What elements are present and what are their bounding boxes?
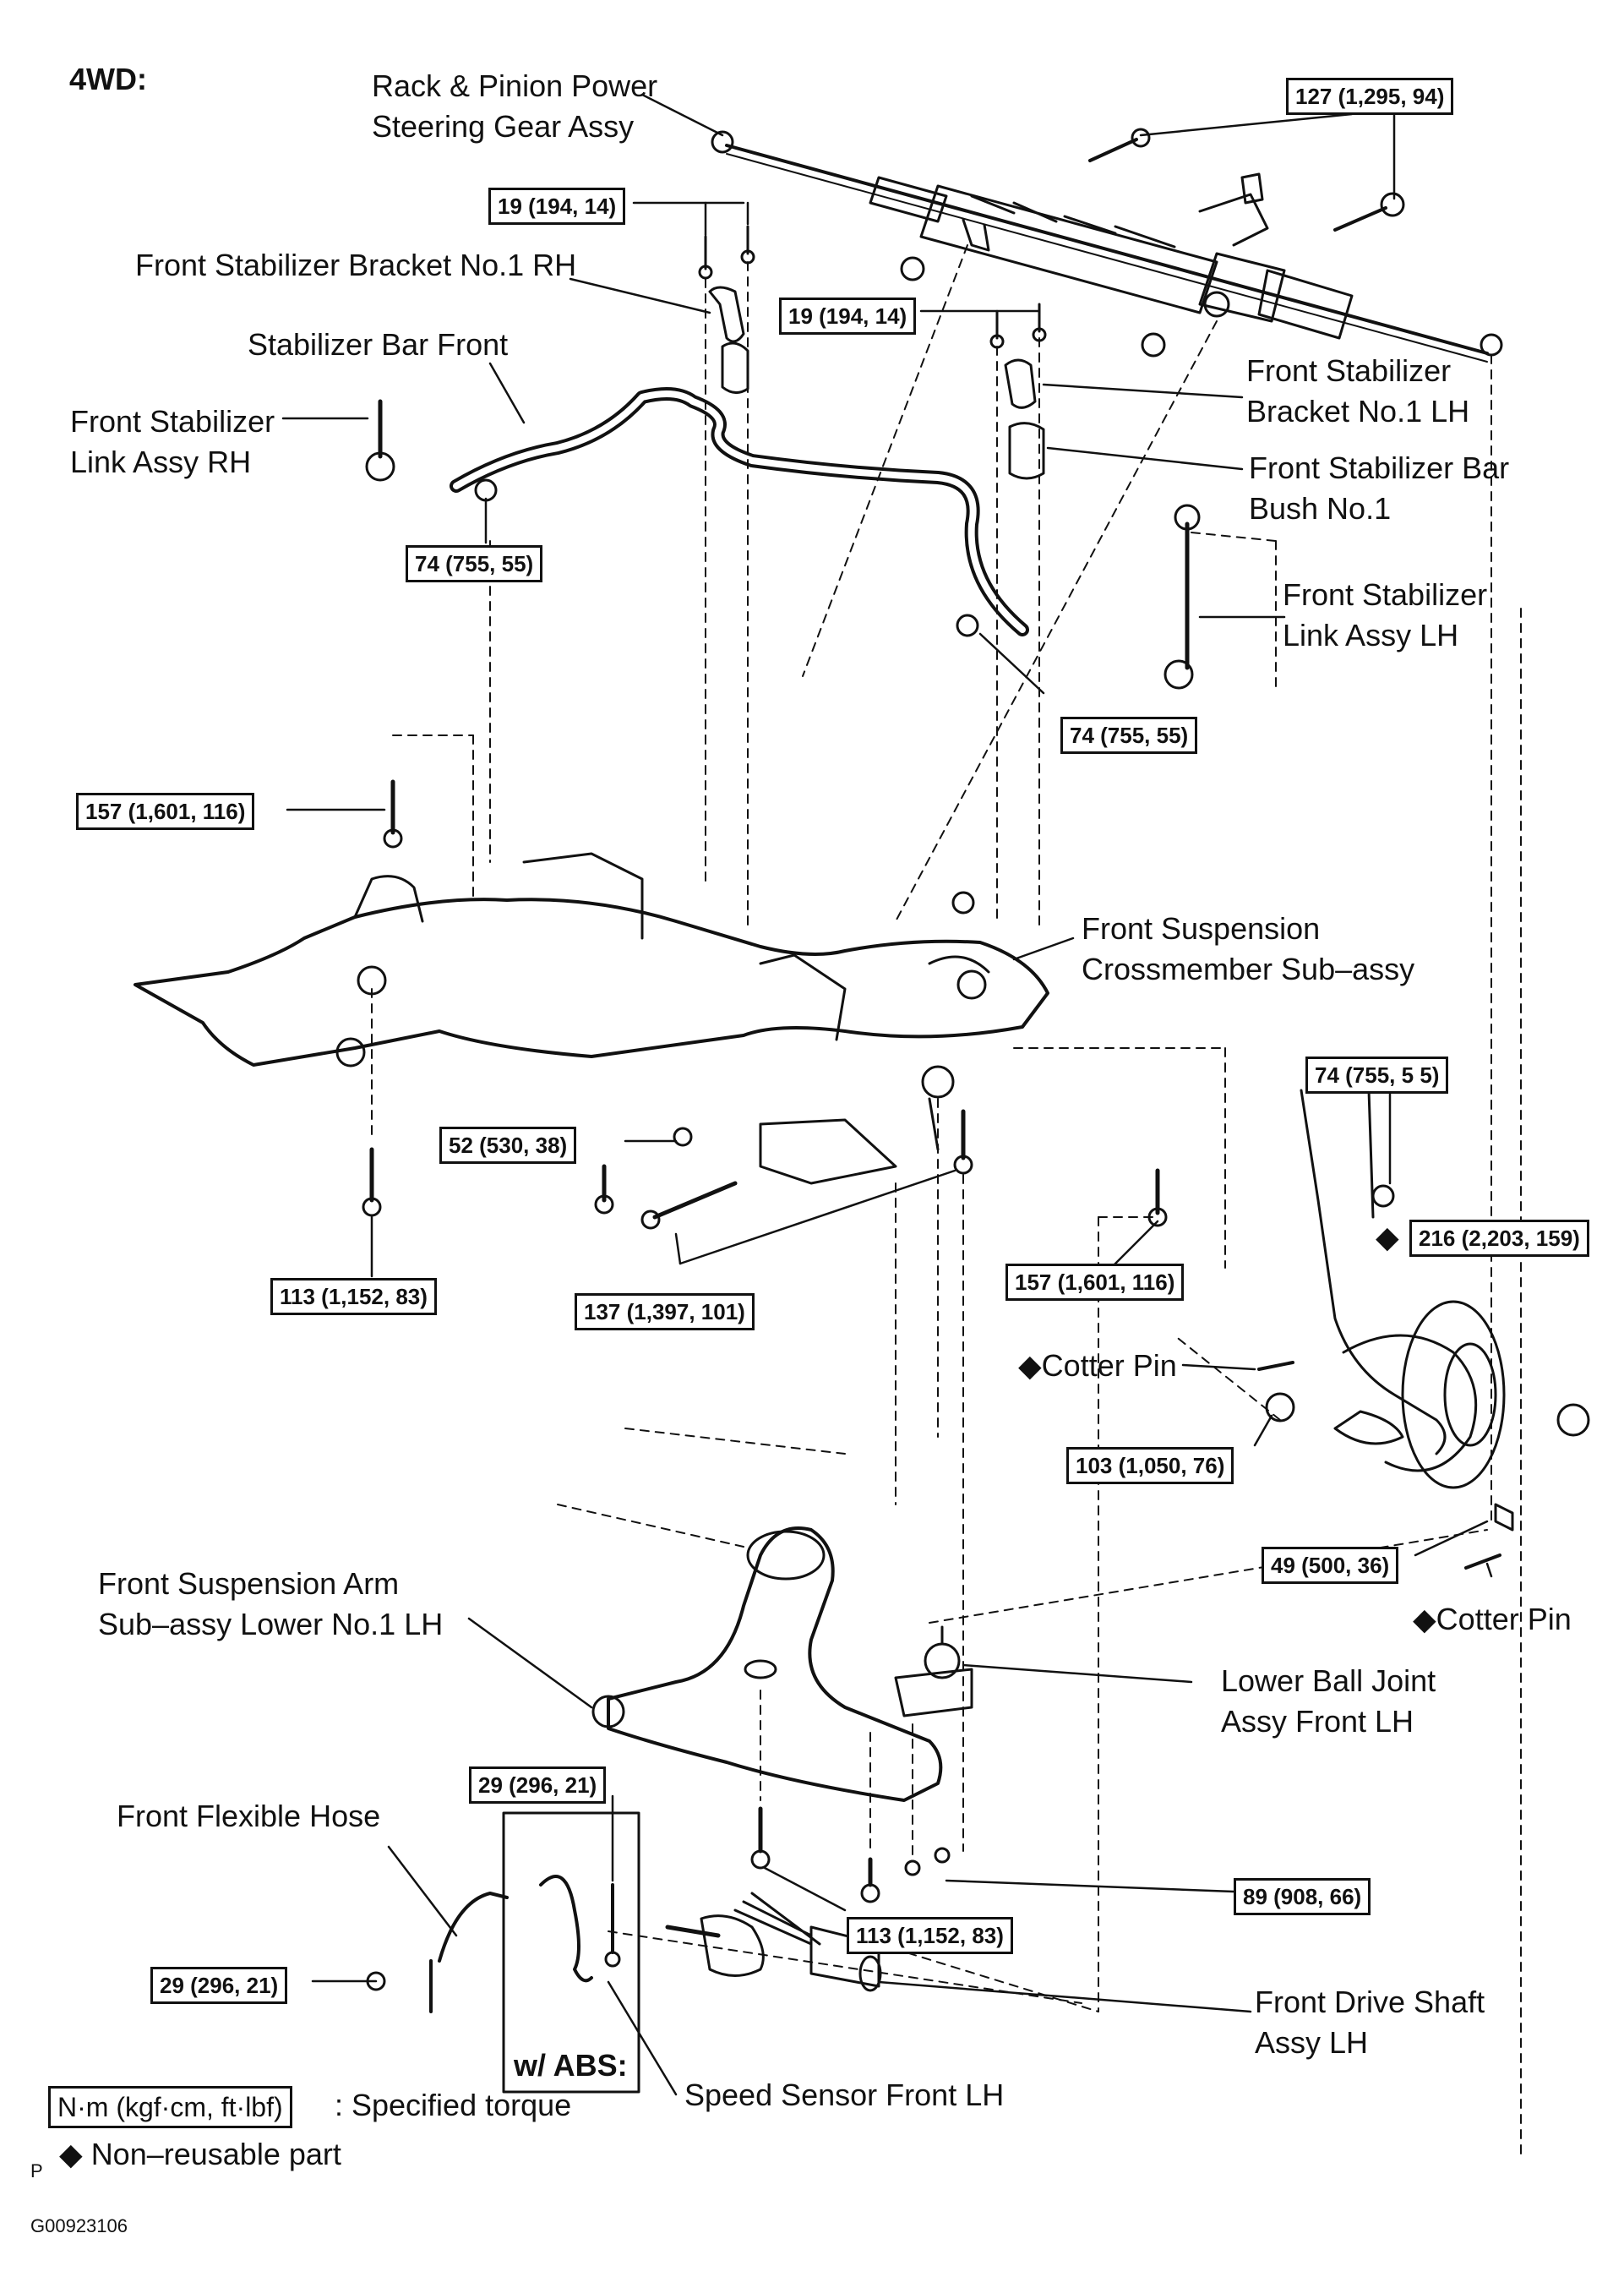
label-link-rh: Front Stabilizer Link Assy RH (70, 401, 275, 483)
label-line: Link Assy RH (70, 445, 252, 479)
legend-nonreusable: ◆ Non–reusable part (59, 2137, 341, 2171)
label-line: Front Drive Shaft (1255, 1985, 1485, 2019)
label-cotter-pin-2: ◆Cotter Pin (1413, 1602, 1572, 1636)
label-line: Front Stabilizer Bar (1249, 450, 1510, 485)
label-line: Crossmember Sub–assy (1082, 952, 1415, 986)
figure-code: G00923106 (30, 2215, 128, 2236)
label-line: Bush No.1 (1249, 491, 1392, 526)
crossmember-bolts (362, 779, 1168, 1230)
lower-arm (591, 1526, 943, 1802)
torque-19-lh: 19 (194, 14) (779, 298, 917, 335)
nonreusable-diamond-216: ◆ (1376, 1220, 1399, 1254)
cotter-pins (1257, 1361, 1501, 1570)
torque-113-arm: 113 (1,152, 83) (847, 1917, 1013, 1954)
torque-216: 216 (2,203, 159) (1409, 1220, 1589, 1257)
legend-p-mark: P (30, 2160, 43, 2181)
label-speed-sensor: Speed Sensor Front LH (684, 2078, 1005, 2112)
legend-unit-box: N·m (kgf·cm, ft·lbf) (48, 2086, 292, 2128)
steering-gear (711, 130, 1503, 363)
steering-knuckle (1265, 1089, 1590, 1532)
torque-113-crossmember: 113 (1,152, 83) (270, 1278, 437, 1315)
ball-joint (894, 1625, 973, 1717)
label-line: Sub–assy Lower No.1 LH (98, 1607, 444, 1641)
legend-unit-text: : Specified torque (335, 2088, 572, 2122)
torque-137: 137 (1,397, 101) (575, 1293, 755, 1330)
steering-bolts (900, 128, 1405, 358)
speed-sensor-assembly (366, 1811, 640, 2094)
label-line: Assy Front LH (1221, 1704, 1414, 1739)
label-line: Front Suspension Arm (98, 1566, 400, 1601)
label-line: Link Assy LH (1283, 618, 1459, 653)
label-line: Rack & Pinion Power (372, 68, 658, 103)
label-line: Steering Gear Assy (372, 109, 635, 144)
torque-74-lh: 74 (755, 55) (1060, 717, 1198, 754)
label-stabilizer-bar: Stabilizer Bar Front (248, 327, 509, 362)
torque-52: 52 (530, 38) (439, 1127, 577, 1164)
torque-29-hose: 29 (296, 21) (150, 1967, 288, 2004)
bracket-rh (698, 225, 755, 394)
torque-49: 49 (500, 36) (1262, 1547, 1399, 1584)
label-with-abs: w/ ABS: (514, 2048, 628, 2083)
torque-103: 103 (1,050, 76) (1066, 1447, 1234, 1484)
alignment-lines (371, 244, 1522, 2156)
torque-29-sensor: 29 (296, 21) (469, 1766, 607, 1804)
label-bush: Front Stabilizer Bar Bush No.1 (1249, 448, 1509, 529)
label-line: Lower Ball Joint (1221, 1663, 1436, 1698)
label-bracket-lh: Front Stabilizer Bracket No.1 LH (1246, 351, 1469, 432)
label-cotter-pin-1: ◆Cotter Pin (1018, 1348, 1177, 1383)
label-lower-arm: Front Suspension Arm Sub–assy Lower No.1… (98, 1564, 443, 1645)
diagram-heading: 4WD: (69, 62, 147, 96)
stabilizer-bar (450, 387, 1029, 636)
label-drive-shaft: Front Drive Shaft Assy LH (1255, 1982, 1485, 2063)
label-link-lh: Front Stabilizer Link Assy LH (1283, 575, 1487, 656)
label-crossmember: Front Suspension Crossmember Sub–assy (1082, 909, 1414, 990)
label-bracket-rh: Front Stabilizer Bracket No.1 RH (135, 248, 577, 282)
label-line: Front Suspension (1082, 911, 1321, 946)
torque-127: 127 (1,295, 94) (1286, 78, 1454, 115)
lower-arm-bolts (750, 1806, 951, 1903)
label-line: Front Stabilizer (1283, 577, 1488, 612)
label-line: Front Stabilizer (1246, 353, 1452, 388)
torque-74-rh: 74 (755, 55) (406, 545, 543, 582)
crossmember (134, 852, 1049, 1185)
label-rack-pinion: Rack & Pinion Power Steering Gear Assy (372, 66, 657, 147)
stabilizer-links (365, 399, 1201, 690)
torque-19-rh: 19 (194, 14) (488, 188, 626, 225)
torque-89: 89 (908, 66) (1234, 1878, 1371, 1915)
label-line: Assy LH (1255, 2025, 1369, 2060)
bracket-lh (989, 303, 1047, 480)
label-flex-hose: Front Flexible Hose (117, 1799, 381, 1833)
label-line: Bracket No.1 LH (1246, 394, 1470, 429)
label-line: Front Stabilizer (70, 404, 275, 439)
label-ball-joint: Lower Ball Joint Assy Front LH (1221, 1661, 1436, 1742)
torque-157-knuckle: 157 (1,601, 116) (1005, 1264, 1185, 1301)
torque-157-top: 157 (1,601, 116) (76, 793, 255, 830)
torque-74-knuckle: 74 (755, 5 5) (1305, 1057, 1449, 1094)
leader-lines (281, 93, 1493, 2096)
